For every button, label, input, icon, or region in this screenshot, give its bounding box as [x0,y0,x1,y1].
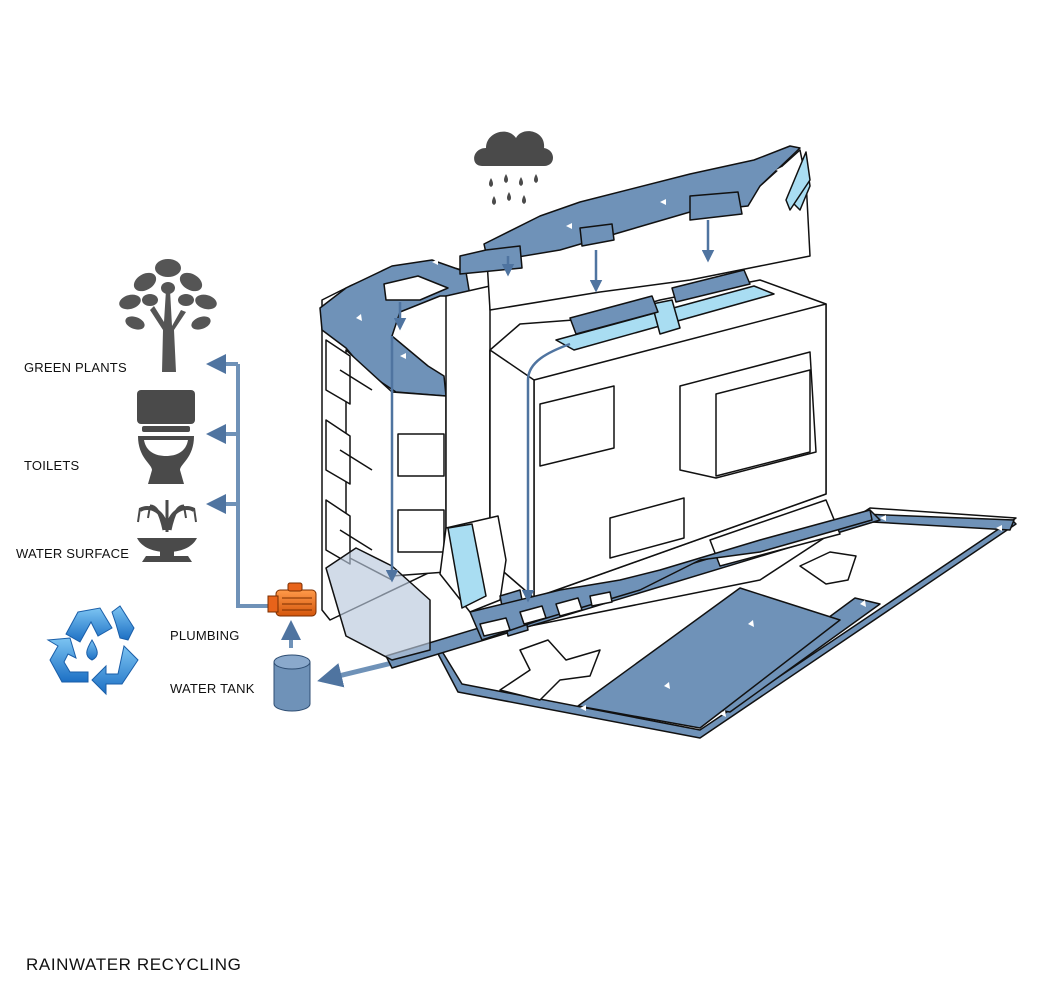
downpipes [385,220,715,603]
recycle-icon [46,605,139,696]
label-plumbing: PLUMBING [170,628,240,643]
label-green-plants: GREEN PLANTS [24,360,127,375]
distribution-pipes [206,354,301,648]
label-water-surface: WATER SURFACE [16,546,130,561]
pump-icon [267,582,317,617]
toilet-icon [137,390,195,484]
water-tank-icon [273,654,311,712]
label-toilets: TOILETS [24,458,80,473]
rain-cloud-icon [474,131,553,205]
flow-arrows [356,167,1002,717]
diagram-caption: RAINWATER RECYCLING [26,955,242,974]
label-water-tank: WATER TANK [170,681,255,696]
building [319,145,1017,739]
tree-icon [119,259,217,372]
fountain-icon [137,500,197,562]
